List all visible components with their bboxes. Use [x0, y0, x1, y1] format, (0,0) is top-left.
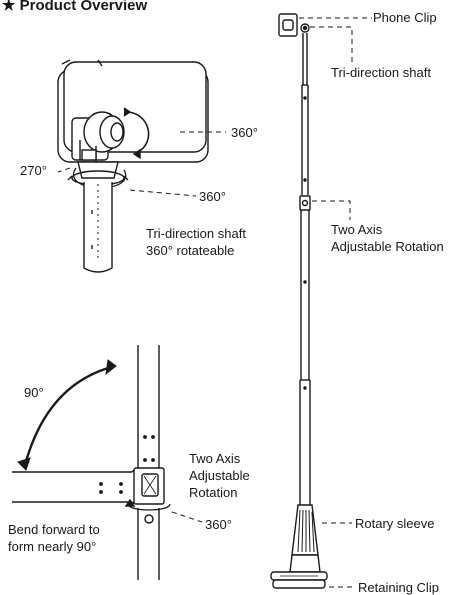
label-tri-direction-shaft-right: Tri-direction shaft: [331, 65, 431, 80]
label-two-axis-left-line2: Adjustable: [189, 468, 250, 483]
hinge-bend-detail: [12, 345, 171, 580]
phone-clip-closeup: [57, 59, 209, 273]
label-bend-line2: form nearly 90°: [8, 539, 97, 554]
label-two-axis-right-line1: Two Axis: [331, 222, 383, 237]
label-360-clip: 360°: [231, 125, 258, 140]
label-retaining-clip: Retaining Clip: [358, 580, 439, 595]
label-360-base: 360°: [199, 189, 226, 204]
label-rotary-sleeve: Rotary sleeve: [355, 516, 435, 531]
label-360-rotateable: 360° rotateable: [146, 243, 235, 258]
label-two-axis-left-line1: Two Axis: [189, 451, 241, 466]
label-270: 270°: [20, 163, 47, 178]
label-two-axis-right-line2: Adjustable Rotation: [331, 239, 444, 254]
label-bend-line1: Bend forward to: [8, 522, 100, 537]
label-360-hinge: 360°: [205, 517, 232, 532]
label-90: 90°: [24, 385, 44, 400]
label-phone-clip: Phone Clip: [373, 10, 437, 25]
selfie-stick-full-view: [270, 13, 328, 589]
page-title: ★ Product Overview: [2, 0, 148, 14]
label-tri-direction-shaft-left: Tri-direction shaft: [146, 226, 246, 241]
label-two-axis-left-line3: Rotation: [189, 485, 238, 500]
leader-lines: [57, 17, 372, 588]
